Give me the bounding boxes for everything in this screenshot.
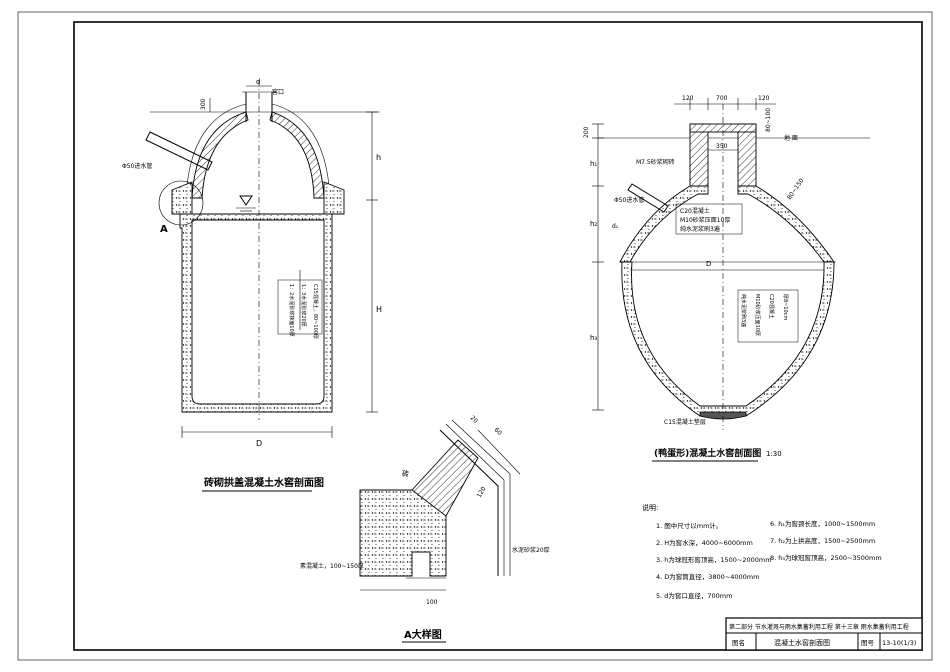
right-cap-layer-2: M10砂浆压面10厚	[680, 216, 730, 224]
notes: 说明: 1. 图中尺寸以mm计。 2. H为窖水深，4000~6000mm 3.…	[642, 503, 882, 600]
note-7: 7. h₂为上拱高度，1500~2500mm	[770, 536, 875, 545]
tb-drawing-name: 混凝土水窖剖面图	[774, 638, 830, 647]
detail-dim-60: 60	[493, 426, 503, 436]
right-wall-layer-3: C20混凝土	[768, 294, 775, 319]
left-inlet-pipe: Φ50进水管	[122, 162, 152, 170]
right-title: (鸭蛋形)混凝土水窖剖面图	[654, 447, 761, 459]
right-dim-80-150: 80~150	[786, 177, 806, 201]
tb-header: 第二部分 节水灌溉与雨水集蓄利用工程 第十三章 雨水集蓄利用工程	[729, 623, 909, 631]
detail-plain-concrete: 素混凝土，100~150厚	[300, 562, 364, 570]
right-layer-box	[737, 289, 799, 343]
right-dim-d1: d₁	[612, 223, 619, 230]
note-8: 8. h₃为球冠窖顶高，2500~3500mm	[770, 553, 882, 562]
right-wall-layer-2: M10砂浆压面10厚	[754, 294, 761, 336]
right-inlet-pipe: Φ50进水管	[614, 196, 644, 204]
left-chamber	[191, 219, 325, 405]
detail-dim-100: 100	[426, 599, 438, 606]
detail-a	[359, 419, 521, 591]
left-dim-D: D	[256, 439, 262, 448]
right-dim-350: 350	[716, 143, 728, 150]
detail-title: A大样图	[404, 628, 442, 641]
note-2: 2. H为窖水深，4000~6000mm	[656, 538, 753, 547]
inner-border	[73, 21, 923, 651]
right-dim-80-100: 80~100	[765, 108, 772, 132]
left-layer-3: C15混凝土，80~100厚	[312, 284, 319, 339]
right-bottom-pad	[699, 411, 747, 420]
right-wall-layer-4: 厚8~10cm	[782, 294, 788, 320]
right-wall-layer-1: 纯水泥浆刷3遍	[740, 294, 747, 327]
right-dim-D: D	[706, 260, 711, 268]
detail-dim-20: 20	[469, 414, 479, 424]
note-1: 1. 图中尺寸以mm计。	[656, 521, 722, 530]
right-cap-box	[675, 203, 743, 235]
detail-dim-120: 120	[476, 485, 488, 499]
detail-mortar: 水泥砂浆20厚	[512, 546, 550, 554]
tb-number-label: 图号	[861, 639, 875, 647]
right-m75: M7.5砂浆砌砖	[636, 158, 675, 166]
left-dim-300: 300	[200, 98, 207, 110]
detail-brick: 砖	[402, 469, 409, 478]
tb-name-label: 图名	[732, 638, 745, 647]
right-bottom-pad-label: C15混凝土垫层	[664, 418, 706, 426]
left-layer-1: 1：2水泥砂浆抹面10厚	[288, 284, 295, 337]
right-cap-layer-1: C20混凝土	[680, 207, 710, 215]
left-detail-marker: A	[160, 224, 168, 235]
right-dim-120a: 120	[682, 95, 694, 102]
note-5: 5. d为窖口直径，700mm	[656, 591, 732, 600]
left-layer-2: 1：3水泥砂浆20厚	[300, 284, 307, 327]
left-title: 砖砌拱盖混凝土水窖剖面图	[204, 476, 324, 489]
title-block: 第二部分 节水灌溉与雨水集蓄利用工程 第十三章 雨水集蓄利用工程 图名 混凝土水…	[725, 617, 923, 651]
tb-drawing-number: 13-10(1/3)	[882, 639, 916, 647]
right-cap-layer-3: 纯水泥浆刷3遍	[680, 225, 720, 233]
note-6: 6. h₁为窖颈长度，1000~1500mm	[770, 519, 875, 528]
left-dim-d: d	[256, 78, 260, 86]
right-dim-h1: h₁	[590, 160, 597, 168]
right-ground: 地 面	[784, 134, 798, 142]
right-dim-200: 200	[583, 126, 590, 138]
left-dim-h: h	[376, 153, 381, 162]
right-dim-h3: h₃	[590, 334, 597, 342]
notes-heading: 说明:	[642, 503, 658, 512]
left-dim-H: H	[376, 305, 382, 314]
note-4: 4. D为窖筒直径，3800~4000mm	[656, 572, 759, 581]
left-section	[145, 80, 380, 438]
left-window-label: 窖口	[272, 88, 284, 96]
right-dim-h2: h₂	[590, 220, 597, 228]
right-dim-120b: 120	[758, 95, 770, 102]
outer-border	[17, 11, 933, 661]
note-3: 3. h为球冠形窖顶高，1500~2000mm	[656, 555, 772, 564]
detail-a-marker-circle	[158, 180, 204, 226]
right-dim-700: 700	[716, 95, 728, 102]
right-section	[592, 98, 870, 430]
right-scale: 1:30	[766, 450, 782, 458]
left-layer-box	[277, 279, 323, 335]
